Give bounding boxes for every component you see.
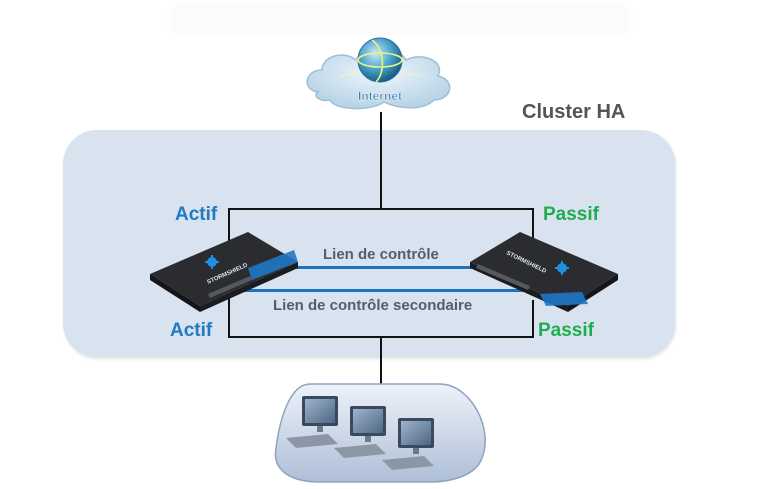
cluster-ha-label: Cluster HA: [522, 101, 626, 123]
erased-header: [170, 2, 630, 36]
internet-label: Internet: [358, 89, 402, 103]
internet-cloud-icon: Internet: [306, 37, 451, 110]
workstation-3: [382, 418, 434, 470]
left-bottom-drop-wire: [228, 298, 230, 338]
secondary-control-link-wire: [230, 289, 526, 292]
right-firewall-bottom-state: Passif: [538, 320, 594, 341]
top-bus-wire: [228, 208, 534, 210]
right-firewall-appliance-icon: STORMSHIELD: [470, 232, 618, 312]
right-top-drop-wire: [532, 208, 534, 248]
control-link-wire: [262, 266, 498, 269]
right-firewall-top-state: Passif: [543, 204, 599, 225]
secondary-control-link-label: Lien de contrôle secondaire: [273, 297, 473, 314]
lan-downlink-wire: [380, 336, 382, 388]
cluster-ha-zone: [63, 130, 675, 357]
workstation-2: [334, 406, 386, 458]
left-firewall-appliance-icon: STORMSHIELD: [150, 232, 298, 312]
left-firewall-top-state: Actif: [175, 204, 218, 225]
workstation-1: [286, 396, 338, 448]
internet-uplink-wire: [380, 112, 382, 210]
right-bottom-drop-wire: [532, 300, 534, 338]
left-top-drop-wire: [228, 208, 230, 258]
lan-workstations-icon: [274, 383, 486, 483]
control-link-label: Lien de contrôle: [323, 246, 439, 263]
left-firewall-bottom-state: Actif: [170, 320, 213, 341]
